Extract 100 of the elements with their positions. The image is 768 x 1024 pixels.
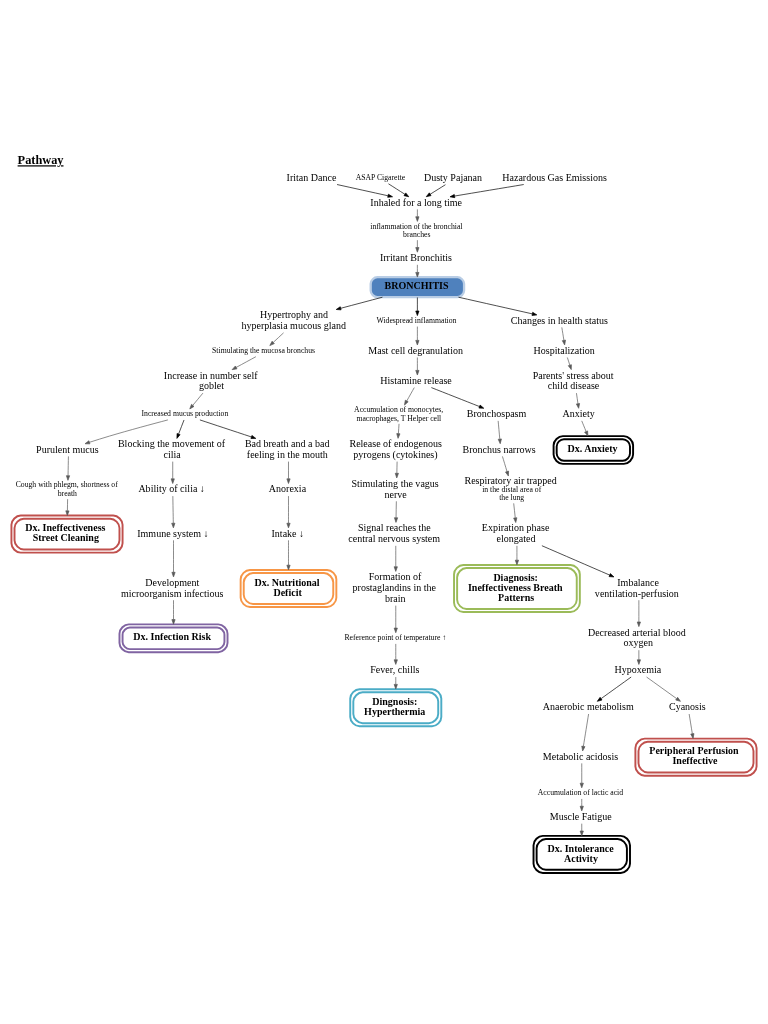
node-text: Accumulation of monocytes, macrophages, T Helper cell bbox=[354, 404, 444, 423]
node-text: Blocking the movement of cilia bbox=[117, 437, 226, 460]
node-text: Histamine release bbox=[380, 374, 452, 386]
node-text: Cough with phlegm, shortness of breath bbox=[15, 479, 118, 498]
arrow bbox=[84, 419, 169, 444]
arrow bbox=[497, 420, 502, 444]
node-text: Widespread inflammation bbox=[376, 315, 457, 325]
arrow bbox=[579, 822, 584, 836]
node-text: Expiration phase elongated bbox=[481, 521, 550, 544]
arrow bbox=[286, 539, 291, 570]
node-text: Stimulating the vagus nerve bbox=[351, 477, 439, 500]
arrow bbox=[415, 356, 420, 375]
arrow bbox=[396, 422, 401, 439]
diagram-title: Pathway bbox=[17, 152, 64, 167]
node-text: Intake ↓ bbox=[271, 527, 305, 539]
arrow bbox=[415, 296, 420, 316]
arrow bbox=[431, 386, 485, 409]
arrow bbox=[171, 599, 176, 625]
arrow bbox=[596, 676, 632, 702]
arrow bbox=[561, 326, 566, 345]
arrow bbox=[579, 762, 584, 788]
node-text: Hypertrophy and hyperplasia mucous gland bbox=[241, 308, 347, 331]
arrow bbox=[393, 676, 398, 689]
arrow bbox=[393, 604, 398, 633]
node-text: Accumulation of lactic acid bbox=[537, 787, 624, 797]
node-text: Metabolic acidosis bbox=[542, 750, 619, 762]
node-text: Increased mucus production bbox=[141, 408, 229, 418]
arrow bbox=[286, 495, 291, 528]
arrow bbox=[170, 460, 175, 484]
node-text: Parents' stress about child disease bbox=[532, 369, 614, 391]
node-text: Bronchospasm bbox=[466, 407, 527, 419]
arrow bbox=[336, 183, 393, 198]
arrow bbox=[579, 798, 584, 811]
node-text: Decreased arterial blood oxygen bbox=[587, 626, 686, 648]
arrow bbox=[393, 643, 398, 665]
node-text: Stimulating the mucosa bronchus bbox=[212, 345, 316, 355]
arrow bbox=[388, 182, 410, 197]
node-text: Formation of prostaglandins in the brain bbox=[352, 570, 436, 604]
arrow bbox=[514, 545, 519, 565]
arrow bbox=[66, 455, 70, 481]
arrow bbox=[541, 544, 615, 577]
node-text: Inhaled for a long time bbox=[370, 196, 463, 208]
node-text: Dusty Pajanan bbox=[423, 171, 483, 183]
arrow bbox=[269, 332, 284, 346]
arrow bbox=[199, 419, 257, 439]
arrow bbox=[449, 183, 525, 198]
arrow bbox=[415, 208, 420, 222]
node-text: Anorexia bbox=[268, 482, 307, 494]
arrow bbox=[415, 239, 420, 253]
node-text: inflammation of the bronchial branches bbox=[370, 220, 463, 239]
arrow bbox=[646, 676, 681, 702]
arrow bbox=[286, 460, 291, 484]
node-text: Bad breath and a bad feeling in the mouth bbox=[244, 437, 330, 460]
arrow bbox=[567, 356, 572, 370]
node-text: Mast cell degranulation bbox=[368, 344, 463, 356]
node-text: Release of endogenous pyrogens (cytokines) bbox=[349, 437, 442, 460]
node-text: Purulent mucus bbox=[36, 443, 99, 455]
node-text: Reference point of temperature ↑ bbox=[344, 632, 447, 642]
arrow bbox=[576, 392, 580, 409]
arrow bbox=[65, 498, 70, 516]
arrow bbox=[581, 420, 589, 436]
node-text: Hazardous Gas Emissions bbox=[502, 171, 607, 183]
arrow bbox=[393, 545, 398, 572]
node-text: Signal reaches the central nervous system bbox=[348, 521, 441, 544]
arrow bbox=[171, 495, 176, 528]
arrow bbox=[636, 599, 641, 627]
node-text: Muscle Fatigue bbox=[549, 810, 612, 822]
arrow bbox=[394, 500, 398, 523]
node-text: Hospitalization bbox=[533, 344, 595, 356]
arrow bbox=[688, 713, 695, 739]
node-text: Anaerobic metabolism bbox=[542, 700, 634, 712]
arrow bbox=[458, 296, 538, 316]
node-text: Changes in health status bbox=[510, 314, 608, 326]
arrow bbox=[636, 649, 641, 665]
node-text: Iritan Dance bbox=[286, 171, 337, 183]
node-text: Anxiety bbox=[562, 407, 595, 419]
node-text: Increase in number self goblet bbox=[163, 369, 258, 391]
node-text: Irritant Bronchitis bbox=[379, 251, 452, 263]
node-text: Fever, chills bbox=[370, 663, 420, 675]
arrow bbox=[171, 539, 176, 577]
arrow bbox=[425, 183, 446, 197]
arrow bbox=[335, 296, 383, 310]
arrow bbox=[513, 502, 518, 523]
arrow bbox=[502, 455, 509, 476]
node-text: Immune system ↓ bbox=[137, 527, 209, 539]
node-box: BRONCHITIS bbox=[369, 275, 466, 298]
arrow bbox=[394, 460, 399, 478]
node-text: Ability of cilia ↓ bbox=[138, 482, 205, 494]
node-text: Imbalance ventilation-perfusion bbox=[594, 576, 679, 599]
node-text: Hypoxemia bbox=[614, 663, 662, 675]
node-text: Development microorganism infectious bbox=[121, 576, 224, 599]
arrow bbox=[415, 264, 420, 277]
arrow bbox=[581, 713, 589, 751]
arrow bbox=[231, 355, 257, 370]
arrow bbox=[189, 392, 204, 409]
arrow bbox=[404, 386, 415, 405]
arrow bbox=[415, 325, 420, 345]
node-text: Respiratory air trapped in the distal area of the lung bbox=[464, 474, 557, 502]
node-text: ASAP Cigarette bbox=[355, 172, 406, 182]
arrow bbox=[176, 419, 185, 439]
